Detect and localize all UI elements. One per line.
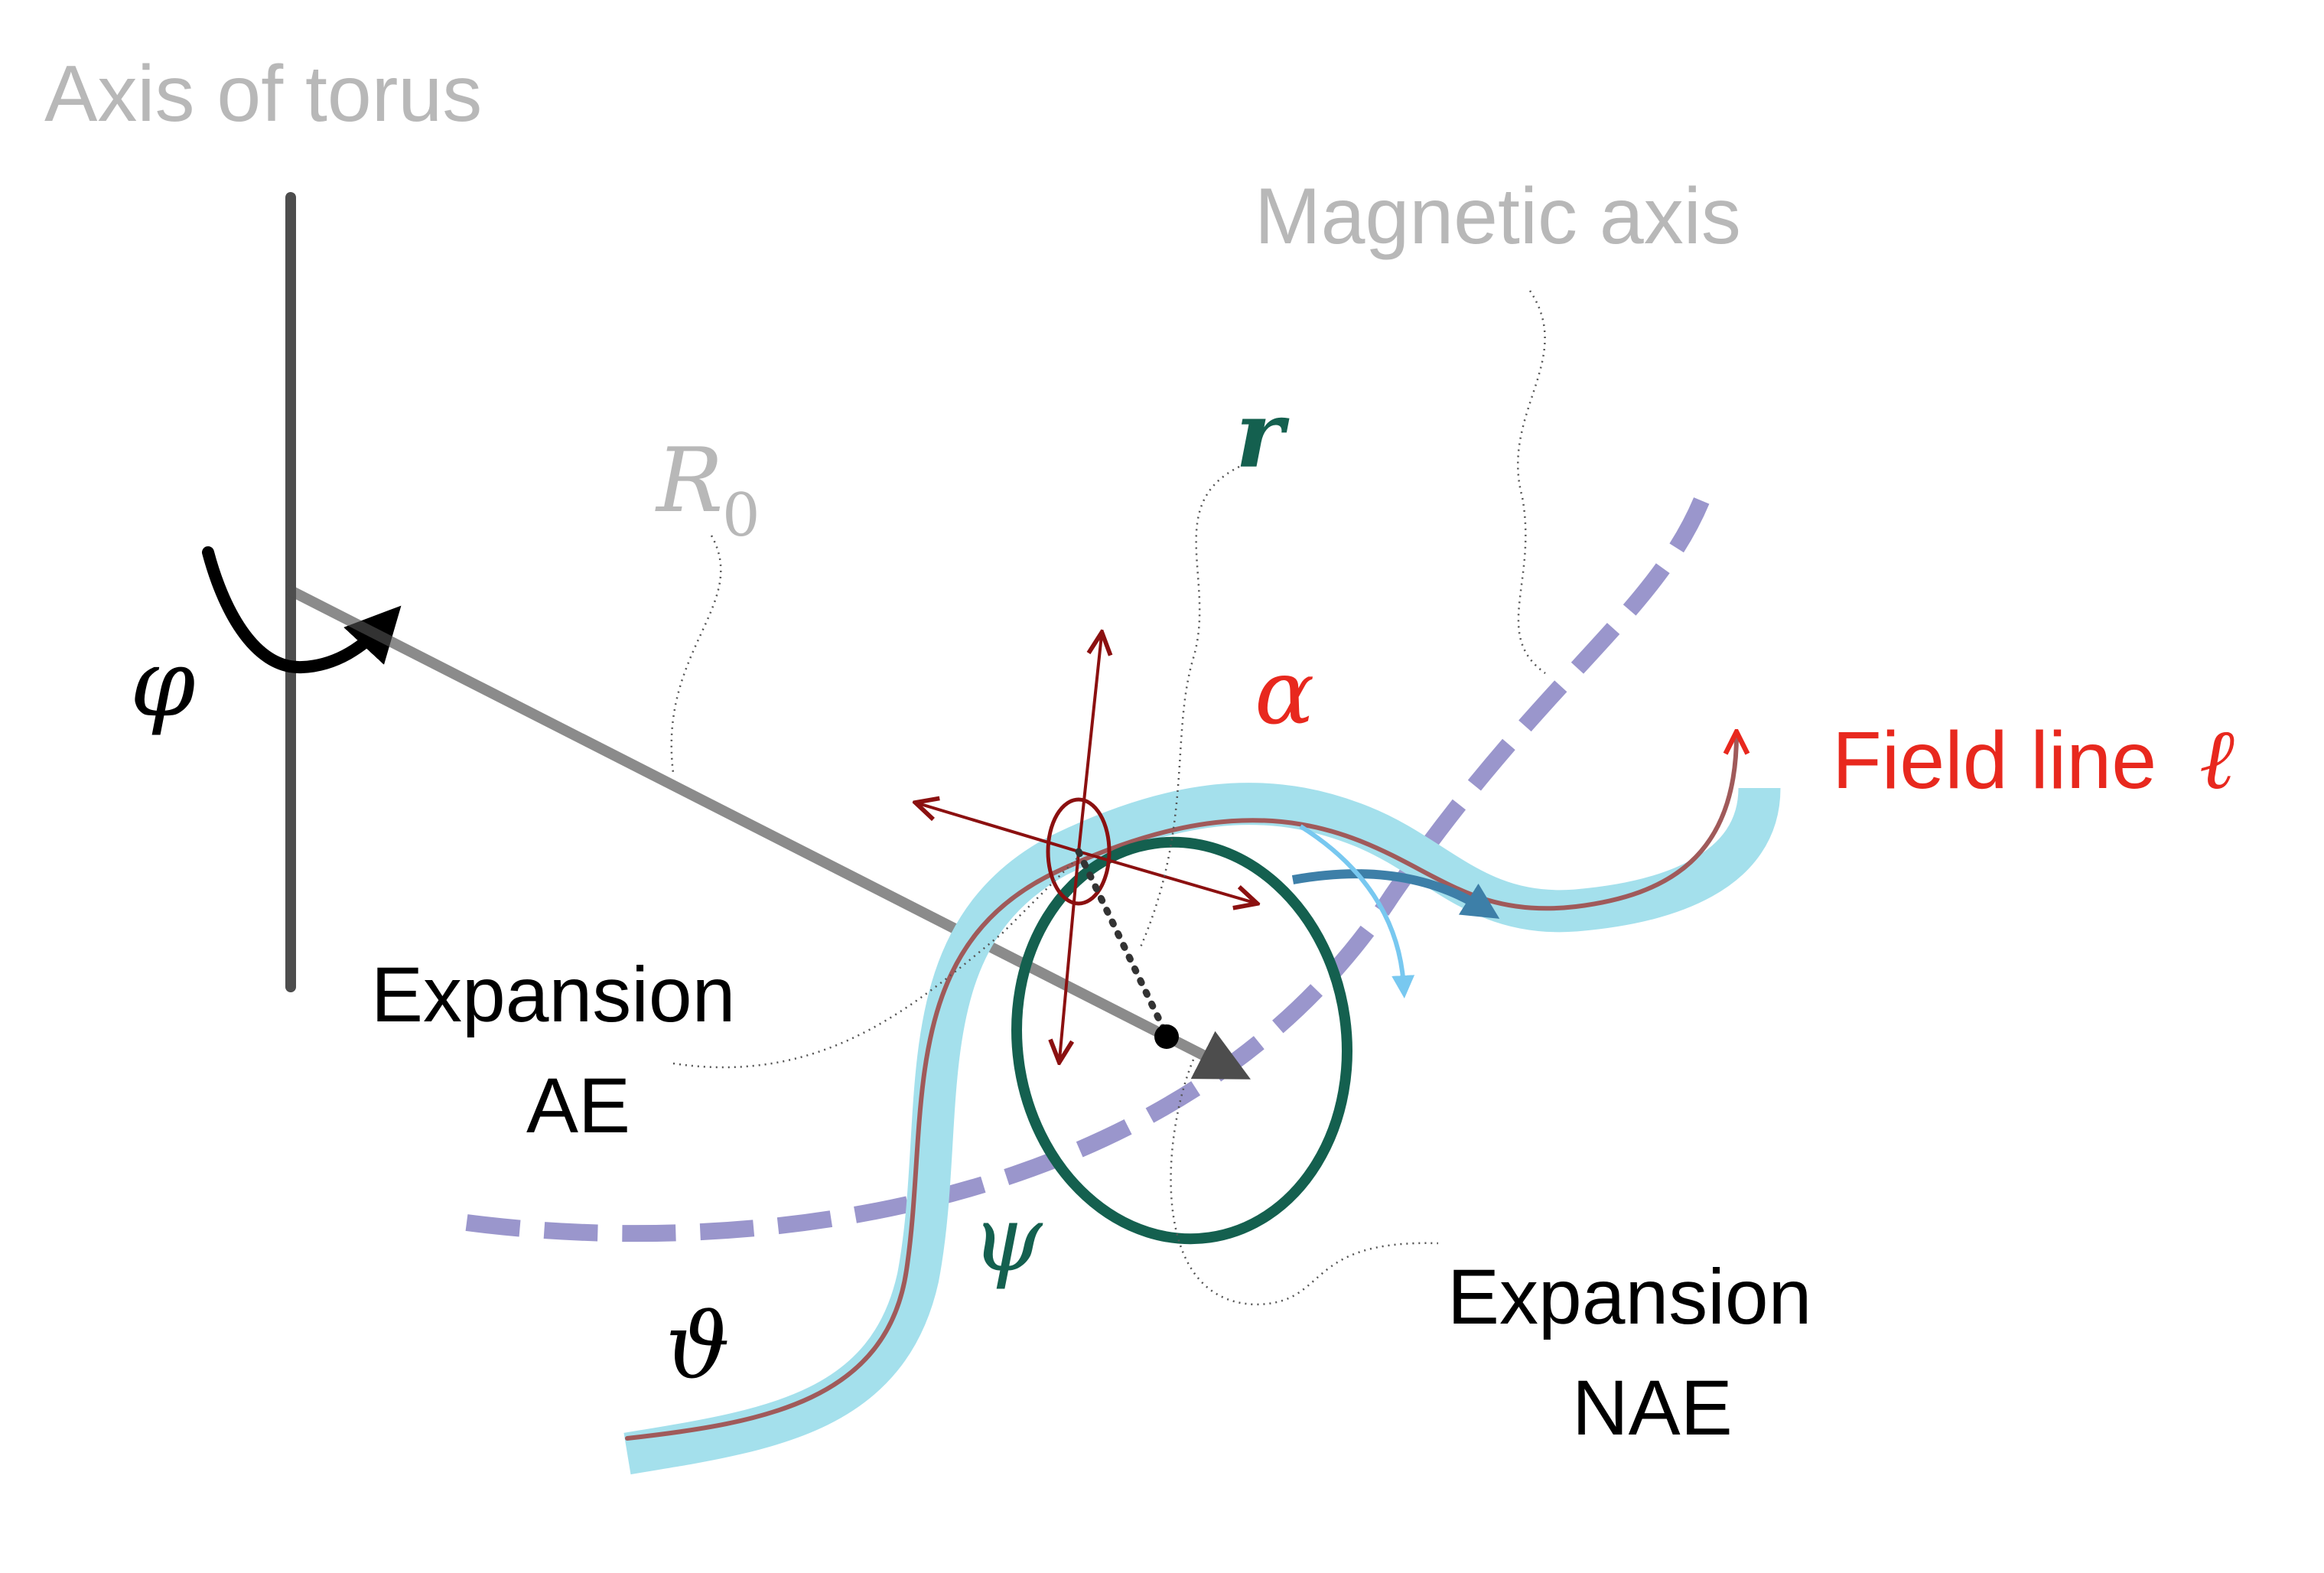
- svg-text:NAE: NAE: [1572, 1364, 1733, 1451]
- magnetic-axis-point: [1154, 1024, 1179, 1049]
- alpha-frame-arrow-up: [1077, 635, 1102, 852]
- r-label: r: [1235, 381, 1290, 489]
- light-blue-direction-arrow: [1299, 824, 1415, 998]
- alpha-frame-arrow-right: [1078, 850, 1255, 903]
- alpha-label: α: [1255, 641, 1314, 744]
- field-line-label: Field line ℓ: [1832, 710, 2234, 808]
- svg-text:Field line: Field line: [1832, 715, 2156, 806]
- svg-text:R: R: [655, 429, 723, 532]
- r0-leader: [670, 535, 722, 773]
- magnetic-axis-leader: [1517, 290, 1546, 675]
- r-leader: [1138, 465, 1240, 949]
- expansion-ae-label: Expansion AE: [371, 951, 735, 1149]
- alpha-frame-arrow-left: [918, 803, 1079, 853]
- svg-text:Expansion: Expansion: [1447, 1253, 1811, 1340]
- alpha-frame-arrow-down: [1059, 851, 1080, 1060]
- phi-rotation-arrow: [202, 546, 402, 674]
- flux-tube: [623, 783, 1781, 1475]
- magnetic-axis-curve: [465, 487, 1714, 1242]
- theta-label: ϑ: [666, 1293, 730, 1399]
- axis-of-torus-label: Axis of torus: [44, 50, 482, 138]
- phi-label: φ: [130, 629, 195, 738]
- svg-text:AE: AE: [526, 1062, 630, 1149]
- expansion-nae-label: Expansion NAE: [1447, 1253, 1811, 1451]
- r0-label: R 0: [655, 429, 760, 550]
- psi-label: ψ: [972, 1186, 1043, 1291]
- svg-text:ℓ: ℓ: [2199, 710, 2234, 808]
- svg-text:Expansion: Expansion: [371, 951, 735, 1038]
- blue-direction-arrow: [1291, 869, 1500, 919]
- r0-radial-line: [285, 585, 1251, 1080]
- nae-flux-surface-circle: [1011, 836, 1352, 1245]
- svg-text:0: 0: [722, 481, 760, 550]
- r-dotted-line: [1075, 848, 1170, 1039]
- field-line-curve: [625, 734, 1736, 1441]
- ae-local-ellipse: [1046, 797, 1112, 906]
- magnetic-axis-label: Magnetic axis: [1255, 172, 1741, 261]
